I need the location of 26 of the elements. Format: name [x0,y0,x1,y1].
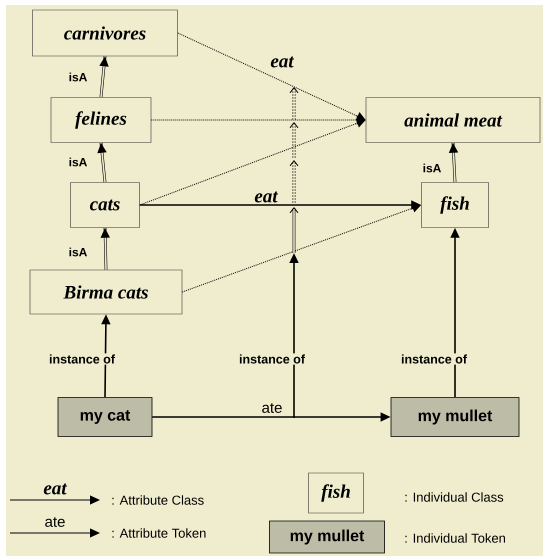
class-box: fish [421,182,489,228]
legend-token-box: my mullet [269,520,385,554]
legend-class-box: fish [308,472,364,514]
token-box: my cat [58,397,152,437]
label: instance of [238,353,306,365]
edge-label: instance of [48,353,116,365]
legend-sample-label: eat [44,484,68,494]
legend-sample-label: ate [45,517,65,527]
edge-label: eat [253,190,279,204]
edge-label: eat [269,56,295,68]
class-box: animal meat [366,97,540,143]
token-box: my mullet [390,397,520,437]
class-box: Birma cats [30,270,182,314]
class-box: carnivores [32,10,178,56]
class-box: felines [50,97,152,143]
edge-label: isA [68,72,88,82]
edge-label: instance of [400,353,468,365]
legend-text: : Individual Token [405,533,505,543]
class-box: cats [70,182,140,228]
edge-label: ate [260,402,284,414]
legend-text: : Attribute Token [112,528,206,538]
legend-text: : Attribute Class [112,495,204,505]
legend-text: : Individual Class [405,492,504,502]
edge-label: isA [68,246,88,258]
edge-label: isA [422,162,442,174]
edge-label: isA [68,156,88,168]
